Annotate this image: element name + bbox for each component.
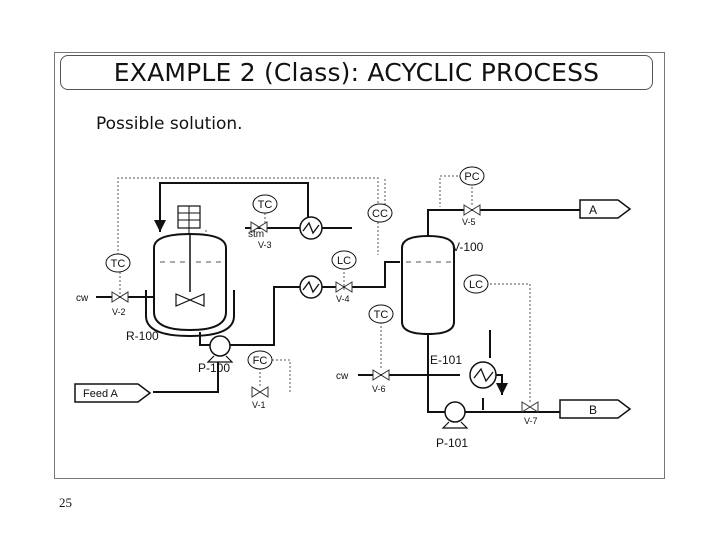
vessel-label: V-100	[452, 240, 484, 254]
valve-v5-label: V-5	[462, 217, 476, 227]
controller-pc: PC	[459, 166, 485, 186]
valve-v5-icon	[463, 204, 481, 216]
controller-lc-reactor: LC	[331, 250, 357, 270]
valve-v6-icon	[372, 369, 390, 381]
valve-v6-label: V-6	[372, 384, 386, 394]
valves	[111, 204, 539, 413]
controller-pc-label: PC	[464, 171, 479, 183]
valve-v4-icon	[335, 281, 353, 293]
stream-feed-a: Feed A	[74, 383, 152, 403]
stream-product-a: A	[579, 199, 632, 219]
cw-left-label: cw	[76, 293, 89, 304]
exchanger-label: E-101	[430, 353, 462, 367]
feed-a-label: Feed A	[83, 388, 119, 400]
valve-v7-label: V-7	[524, 416, 538, 426]
valve-v1-icon	[251, 386, 269, 398]
exchanger-e101	[469, 361, 497, 389]
reactor-label: R-100	[126, 329, 159, 343]
controller-tc-vessel: TC	[368, 304, 394, 324]
reactor-r100	[145, 205, 235, 338]
exchanger-mid	[299, 275, 323, 299]
stream-b-label: B	[589, 403, 597, 417]
controller-lc-reactor-label: LC	[337, 255, 351, 267]
pump-p100	[206, 335, 234, 363]
title-box: EXAMPLE 2 (Class): ACYCLIC PROCESS	[60, 55, 653, 90]
controller-cc: CC	[367, 203, 393, 223]
controller-tc-left: TC	[105, 253, 131, 273]
steam-label: stm	[248, 229, 264, 240]
valve-v2-icon	[111, 291, 129, 303]
valve-v1-label: V-1	[252, 400, 266, 410]
slide-frame	[54, 52, 665, 479]
controller-fc-label: FC	[253, 355, 268, 367]
controller-tc-reactor: TC	[252, 194, 278, 214]
controller-tc-vessel-label: TC	[374, 309, 389, 321]
pump-p101	[441, 401, 469, 429]
cw-bottom-label: cw	[336, 371, 349, 382]
signal-lines	[117, 175, 531, 402]
stream-product-b: B	[559, 399, 632, 419]
slide-subtitle: Possible solution.	[96, 114, 243, 134]
controller-tc-reactor-label: TC	[258, 199, 273, 211]
slide-title: EXAMPLE 2 (Class): ACYCLIC PROCESS	[113, 58, 600, 87]
valve-v3-label: V-3	[258, 240, 272, 250]
page-number: 25	[59, 495, 72, 510]
controller-lc-vessel: LC	[463, 274, 489, 294]
valve-v4-label: V-4	[336, 294, 350, 304]
pump-p101-label: P-101	[436, 436, 468, 450]
valve-v2-label: V-2	[112, 307, 126, 317]
valve-v3-icon	[250, 221, 268, 233]
stream-a-label: A	[589, 203, 597, 217]
controller-fc: FC	[247, 350, 273, 370]
exchanger-top	[299, 216, 323, 240]
controller-cc-label: CC	[372, 208, 388, 220]
valve-v7-icon	[521, 401, 539, 413]
controller-lc-vessel-label: LC	[469, 279, 483, 291]
valve-labels: V-2 V-3 V-4 V-5 V-6 V-1 V-7	[112, 217, 538, 426]
controller-tc-left-label: TC	[111, 258, 126, 270]
pump-p100-label: P-100	[198, 361, 230, 375]
vessel-v100	[401, 234, 455, 336]
